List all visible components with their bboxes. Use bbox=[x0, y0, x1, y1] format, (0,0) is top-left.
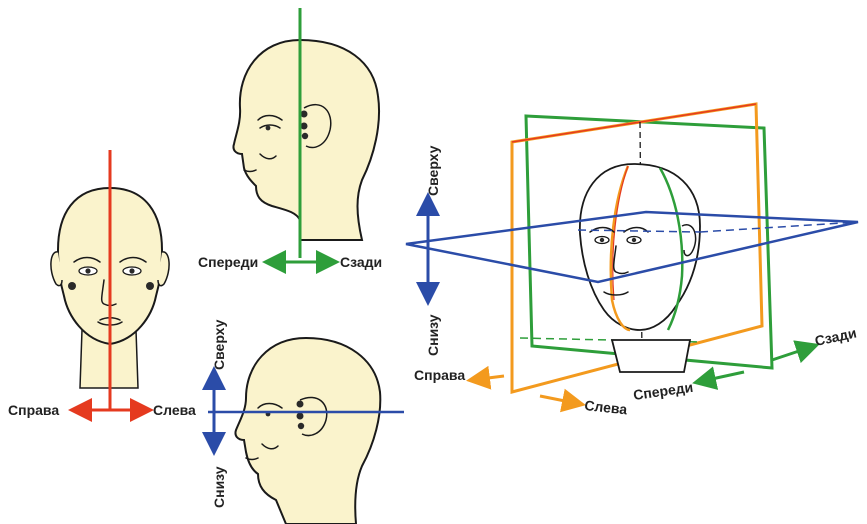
persp-front-arrow bbox=[698, 372, 744, 382]
front-ear-mark-left bbox=[68, 282, 76, 290]
side-view-head-upper bbox=[233, 40, 379, 240]
front-label-left: Слева bbox=[153, 402, 196, 418]
side-label-back: Сзади bbox=[340, 254, 382, 270]
persp-label-front: Спереди bbox=[632, 379, 694, 403]
persp-label-bottom: Снизу bbox=[425, 314, 441, 356]
persp-back-arrow bbox=[772, 346, 814, 360]
persp-label-top: Сверху bbox=[425, 145, 441, 196]
persp-label-back: Сзади bbox=[813, 325, 858, 349]
persp-label-left: Слева bbox=[584, 397, 628, 417]
persp-left-arrow bbox=[540, 396, 580, 404]
lower-label-top: Сверху bbox=[211, 319, 227, 370]
perspective-view: Сверху Снизу Справа Слева Спереди Сзади bbox=[406, 104, 858, 417]
side-label-front: Спереди bbox=[198, 254, 258, 270]
persp-neck bbox=[612, 340, 690, 372]
lower-label-bottom: Снизу bbox=[211, 466, 227, 508]
persp-right-arrow bbox=[472, 376, 504, 380]
front-ear-mark-right bbox=[146, 282, 154, 290]
side-upper-eye bbox=[266, 126, 271, 131]
front-label-right: Справа bbox=[8, 402, 59, 418]
persp-label-right: Справа bbox=[414, 367, 465, 383]
side-view-head-lower bbox=[235, 338, 380, 524]
